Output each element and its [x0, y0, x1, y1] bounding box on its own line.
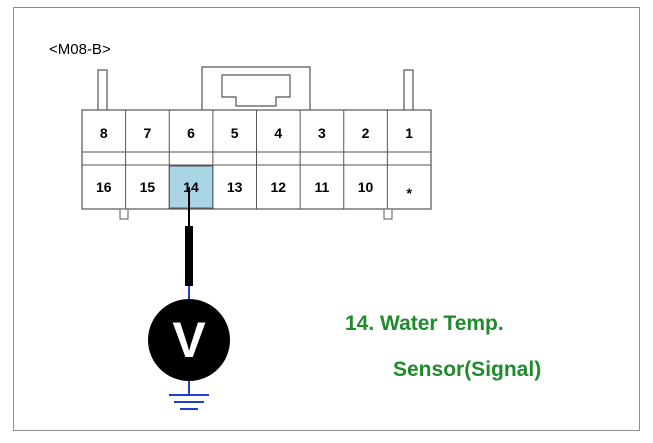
voltmeter-icon — [148, 299, 230, 381]
top-pin-2: 2 — [362, 125, 370, 141]
bottom-pin-star: * — [406, 185, 412, 201]
caption-line-1: 14. Water Temp. — [345, 312, 504, 335]
top-pin-8: 8 — [100, 125, 108, 141]
pin-separators — [125, 110, 388, 209]
connector-latch — [201, 66, 311, 110]
caption-line-2: Sensor(Signal) — [393, 358, 542, 381]
connector-name: <M08-B> — [49, 41, 111, 58]
bottom-pin-16: 16 — [96, 179, 112, 195]
top-pin-3: 3 — [318, 125, 326, 141]
voltmeter-symbol: V — [172, 312, 206, 368]
bottom-pin-15: 15 — [140, 179, 156, 195]
diagram-frame — [13, 7, 640, 431]
top-pin-6: 6 — [187, 125, 195, 141]
connector-feet — [119, 208, 393, 220]
ground-icon — [169, 381, 209, 410]
top-pin-1: 1 — [405, 125, 413, 141]
bottom-pin-13: 13 — [227, 179, 243, 195]
bottom-row-pins: 16 15 14 13 12 11 10 * — [96, 179, 412, 201]
top-row-pins: 8 7 6 5 4 3 2 1 — [100, 125, 413, 141]
top-pin-7: 7 — [144, 125, 152, 141]
bottom-pin-12: 12 — [271, 179, 287, 195]
top-pin-4: 4 — [274, 125, 282, 141]
probe-tip — [185, 226, 193, 286]
bottom-pin-10: 10 — [358, 179, 374, 195]
bottom-pin-14: 14 — [183, 179, 199, 195]
top-pin-5: 5 — [231, 125, 239, 141]
bottom-pin-11: 11 — [315, 179, 330, 195]
